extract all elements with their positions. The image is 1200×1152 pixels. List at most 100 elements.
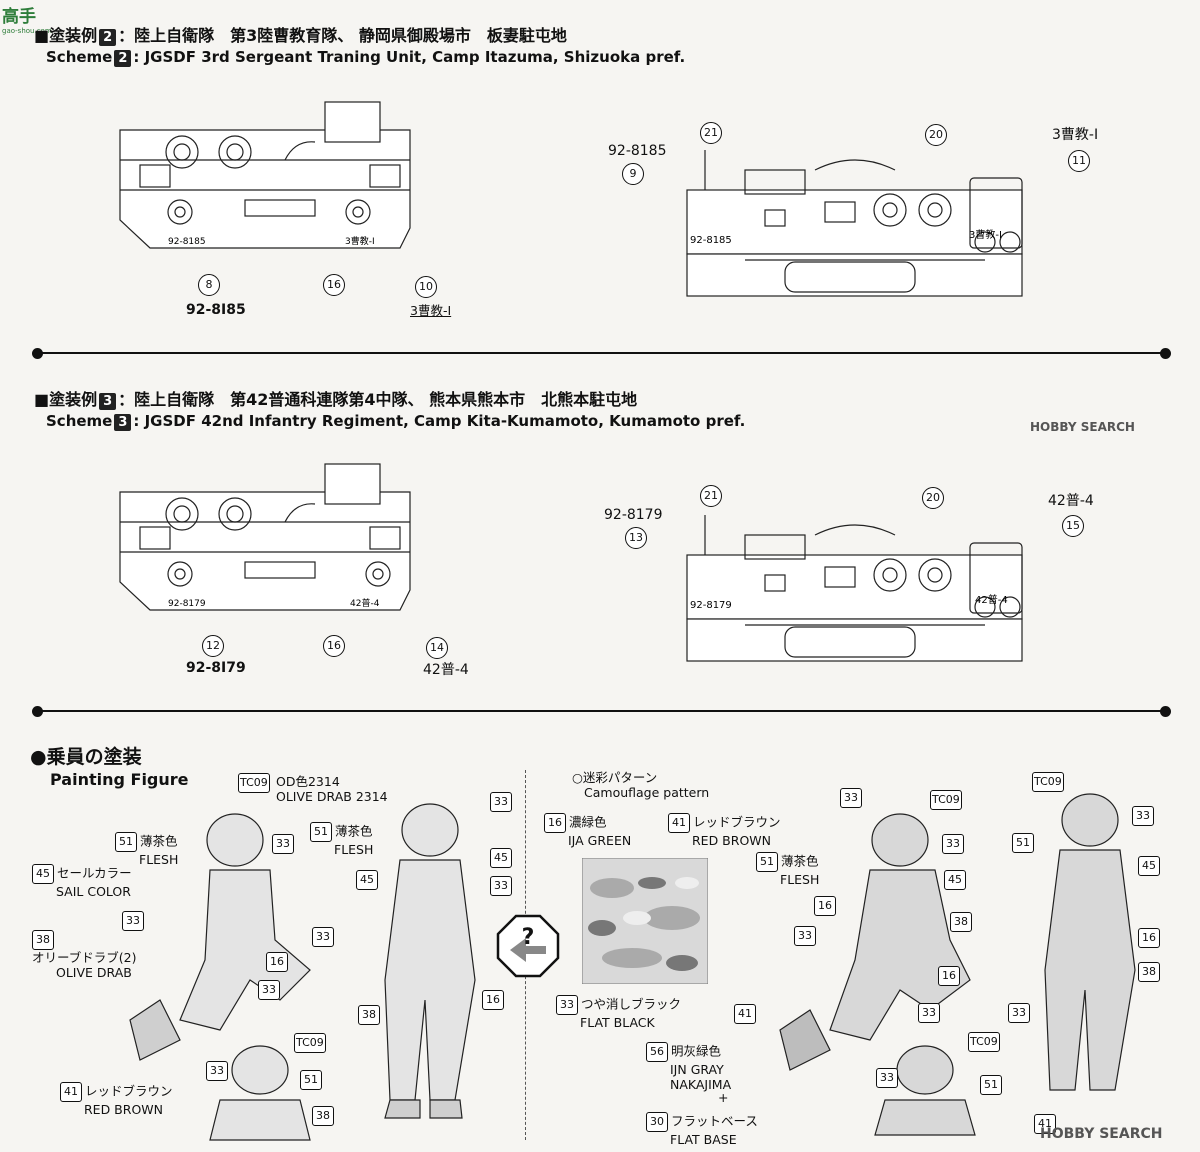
callout-13: 13 (625, 527, 647, 549)
callout-14: 14 (426, 637, 448, 659)
figure-en-title: Painting Figure (50, 770, 189, 789)
callout-21: 21 (700, 122, 722, 144)
tc09-label-1: TC09 (238, 773, 273, 793)
n33-label-8: 33 (840, 788, 865, 808)
n33-label-12: 33 (876, 1068, 901, 1088)
scheme2-mark-left-plate: 92-8I85 (186, 302, 246, 318)
n38-label-2: 38 (358, 1005, 383, 1025)
n45-label-3: 45 (944, 870, 969, 890)
n16-label-1: 16 (266, 952, 291, 972)
n45-label-2: 45 (356, 870, 381, 890)
n41-label-2: 41 (1034, 1114, 1059, 1134)
figure-jp-title: ●乗員の塗装 (30, 746, 142, 768)
divider-1 (36, 352, 1166, 354)
callout-10: 10 (415, 276, 437, 298)
callout-20: 20 (925, 124, 947, 146)
n33-label-6: 33 (490, 876, 515, 896)
n33-label-2: 33 (122, 911, 147, 931)
scheme2-mark-right-unit: 3曹教-I (1052, 127, 1099, 143)
callout-20b: 20 (922, 487, 944, 509)
tc09-label-4: TC09 (968, 1032, 1003, 1052)
n38-label-1: 38 (312, 1106, 337, 1126)
scheme3-side-plate: 92-8179 (168, 599, 206, 609)
scheme3-side-view: 92-8179 42普-4 (119, 463, 411, 611)
n51-label-3: 51 (1012, 833, 1037, 853)
n45-label-1: 45 (490, 848, 515, 868)
n33-label-4: 33 (206, 1061, 231, 1081)
tc09-label-2: TC09 (294, 1033, 329, 1053)
scheme2-rear-unit: 3曹教-I (969, 228, 1002, 241)
hobby-search-watermark-mid: HOBBY SEARCH (1030, 420, 1135, 434)
n16-label-4: 16 (938, 966, 963, 986)
n33-label-14: 33 (1008, 1003, 1033, 1023)
scheme2-side-plate: 92-8185 (168, 237, 206, 247)
n33-label-11: 33 (918, 1003, 943, 1023)
n16-label-3: 16 (814, 896, 839, 916)
n45-label-4: 45 (1138, 856, 1163, 876)
scheme3-rear-unit: 42普-4 (975, 593, 1008, 606)
divider-2 (36, 710, 1166, 712)
scheme2-rear-plate: 92-8185 (690, 235, 732, 246)
scheme3-mark-right-plate: 92-8179 (604, 507, 663, 523)
divider2-dot-right (1160, 706, 1171, 717)
scheme3-rear-view: 92-8179 42普-4 (686, 515, 1023, 662)
n33-label-1: 33 (272, 834, 297, 854)
figures-right-illustration (779, 793, 1136, 1136)
n16-label-2: 16 (482, 990, 507, 1010)
n33-label-7: 33 (312, 927, 337, 947)
callout-15: 15 (1062, 515, 1084, 537)
callout-9: 9 (622, 163, 644, 185)
scheme3-mark-right-unit: 42普-4 (1048, 493, 1094, 509)
n33-label-3: 33 (258, 980, 283, 1000)
n38-label-3: 38 (950, 912, 975, 932)
tc09-label-5: TC09 (1032, 772, 1067, 792)
n33-label-5: 33 (490, 792, 515, 812)
scheme3-mark-left-unit: 42普-4 (423, 662, 469, 678)
swap-question-mark: ? (522, 925, 535, 950)
n33-label-13: 33 (1132, 806, 1157, 826)
callout-11: 11 (1068, 150, 1090, 172)
n33-label-10: 33 (794, 926, 819, 946)
callout-16b: 16 (323, 635, 345, 657)
n41-label-1: 41 (734, 1004, 759, 1024)
scheme2-rear-view: 92-8185 3曹教-I (686, 150, 1023, 297)
plus-sign: + (718, 1090, 729, 1105)
n33-label-9: 33 (942, 834, 967, 854)
scheme2-mark-right-plate: 92-8185 (608, 143, 667, 159)
callout-21b: 21 (700, 485, 722, 507)
scheme2-side-view: 92-8185 3曹教-I (119, 101, 411, 249)
scheme2-side-unit: 3曹教-I (345, 235, 375, 247)
scheme3-rear-plate: 92-8179 (690, 600, 732, 611)
callout-16: 16 (323, 274, 345, 296)
hobby-search-watermark: HOBBY SEARCH (1040, 1126, 1163, 1142)
tc09-label-3: TC09 (930, 790, 965, 810)
scheme3-side-unit: 42普-4 (350, 597, 380, 609)
divider-dot-right (1160, 348, 1171, 359)
callout-8: 8 (198, 274, 220, 296)
site-logo: 高手 gao-shou.com (2, 7, 52, 35)
scheme2-mark-left-unit: 3曹教-I (410, 303, 452, 318)
scheme3-mark-left-plate: 92-8I79 (186, 660, 246, 676)
swap-arrows-icon: ? (496, 914, 560, 978)
n16-label-5: 16 (1138, 928, 1163, 948)
camouflage-swatch (582, 858, 708, 984)
n51-label-1: 51 (300, 1070, 325, 1090)
callout-12: 12 (202, 635, 224, 657)
n51-label-2: 51 (980, 1075, 1005, 1095)
